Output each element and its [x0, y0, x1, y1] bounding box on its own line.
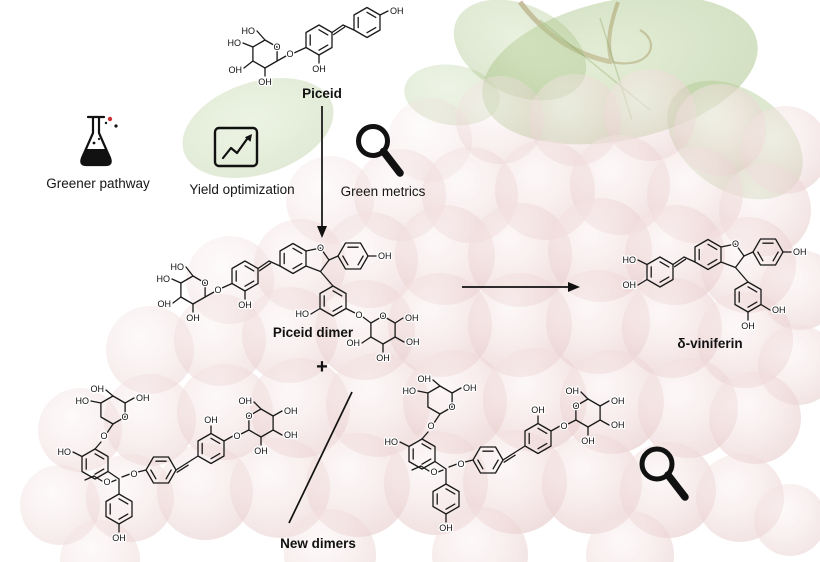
atom-label: HO: [242, 26, 256, 36]
atom-label: OH: [136, 393, 150, 403]
piceid-dimer-label: Piceid dimer: [272, 325, 354, 340]
atom-label: OH: [741, 321, 755, 331]
atom-label: O: [130, 469, 137, 479]
atom-label: OH: [772, 305, 786, 315]
yield-optimization-label: Yield optimization: [189, 182, 295, 197]
green-metrics-label: Green metrics: [340, 184, 426, 199]
magnifier-icon-bottom: [639, 446, 689, 501]
piceid-dimer-bonds: [171, 247, 405, 353]
atom-label: OH: [112, 533, 126, 543]
atom-label: OH: [439, 523, 453, 533]
atom-label: HO: [58, 447, 72, 457]
delta-viniferin-label: δ-viniferin: [677, 336, 743, 351]
atom-label: OH: [390, 6, 404, 16]
atom-label: O: [430, 467, 437, 477]
atom-label: O: [201, 278, 208, 288]
atom-label: HO: [623, 255, 637, 265]
atom-label: HO: [296, 309, 310, 319]
atom-label: OH: [347, 338, 361, 348]
atom-label: OH: [284, 430, 298, 440]
atom-label: HO: [157, 274, 171, 284]
atom-label: OH: [566, 386, 580, 396]
atom-label: O: [448, 402, 455, 412]
atom-label: HO: [171, 262, 185, 272]
atom-label: OH: [312, 64, 326, 74]
new-dimers-label: New dimers: [280, 536, 356, 551]
piceid-label: Piceid: [302, 86, 342, 101]
plus-sign: +: [316, 356, 328, 378]
new-dimer-right-bonds: [399, 379, 610, 523]
atom-label: OH: [239, 396, 253, 406]
greener-pathway-label: Greener pathway: [46, 176, 150, 191]
atom-label: O: [572, 401, 579, 411]
atom-label: OH: [406, 337, 420, 347]
atom-label: O: [214, 285, 221, 295]
atom-label: OH: [186, 313, 200, 323]
atom-label: OH: [204, 415, 218, 425]
atom-label: O: [103, 477, 110, 487]
piceid-bonds: [242, 10, 389, 77]
atom-label: O: [245, 411, 252, 421]
piceid-structure: HO O HO OH OH O OH OH: [226, 5, 405, 89]
atom-label: OH: [611, 420, 625, 430]
atom-label: O: [732, 239, 739, 249]
yield-chart-icon: [213, 126, 259, 168]
atom-label: O: [457, 459, 464, 469]
atom-label: OH: [581, 436, 595, 446]
flask-icon: [80, 115, 118, 167]
atom-label: O: [100, 431, 107, 441]
atom-label: OH: [158, 299, 172, 309]
atom-label: OH: [611, 396, 625, 406]
atom-label: O: [317, 243, 324, 253]
atom-label: O: [273, 42, 280, 52]
atom-label: OH: [91, 384, 105, 394]
atom-label: OH: [376, 353, 390, 363]
atom-label: OH: [378, 251, 392, 261]
atom-label: OH: [229, 65, 243, 75]
atom-label: OH: [238, 300, 252, 310]
atom-label: O: [379, 311, 386, 321]
atom-label: O: [286, 49, 293, 59]
atom-label: OH: [284, 406, 298, 416]
atom-label: O: [121, 412, 128, 422]
atom-label: O: [233, 431, 240, 441]
atom-label: HO: [385, 437, 399, 447]
atom-label: HO: [76, 396, 90, 406]
piceid-dimer-structure: HO O HO OH OH O OH O OH HO O O OH OH OH …: [155, 242, 421, 365]
atom-label: OH: [405, 313, 419, 323]
atom-label: OH: [623, 280, 637, 290]
sparkle-red-dot: [107, 116, 113, 122]
atom-label: OH: [258, 77, 272, 87]
atom-label: OH: [463, 383, 477, 393]
atom-label: OH: [254, 446, 268, 456]
new-dimer-left-structure: OH OH HO O O HO O OH O OH O O OH OH OH O…: [56, 383, 299, 545]
atom-label: OH: [531, 405, 545, 415]
atom-label: OH: [793, 247, 807, 257]
delta-viniferin-bonds: [637, 243, 792, 321]
atom-label: OH: [418, 374, 432, 384]
delta-viniferin-structure: HO OH O OH OH OH: [621, 238, 808, 333]
new-dimer-right-structure: OH OH HO O O HO O OH O OH O O OH OH OH O…: [383, 373, 626, 535]
magnifier-icon-top: [356, 124, 404, 177]
atom-label: HO: [228, 38, 242, 48]
atom-label: O: [427, 421, 434, 431]
atom-label: O: [560, 421, 567, 431]
new-dimer-left-bonds: [72, 389, 283, 533]
atom-label: O: [355, 310, 362, 320]
atom-label: HO: [403, 386, 417, 396]
